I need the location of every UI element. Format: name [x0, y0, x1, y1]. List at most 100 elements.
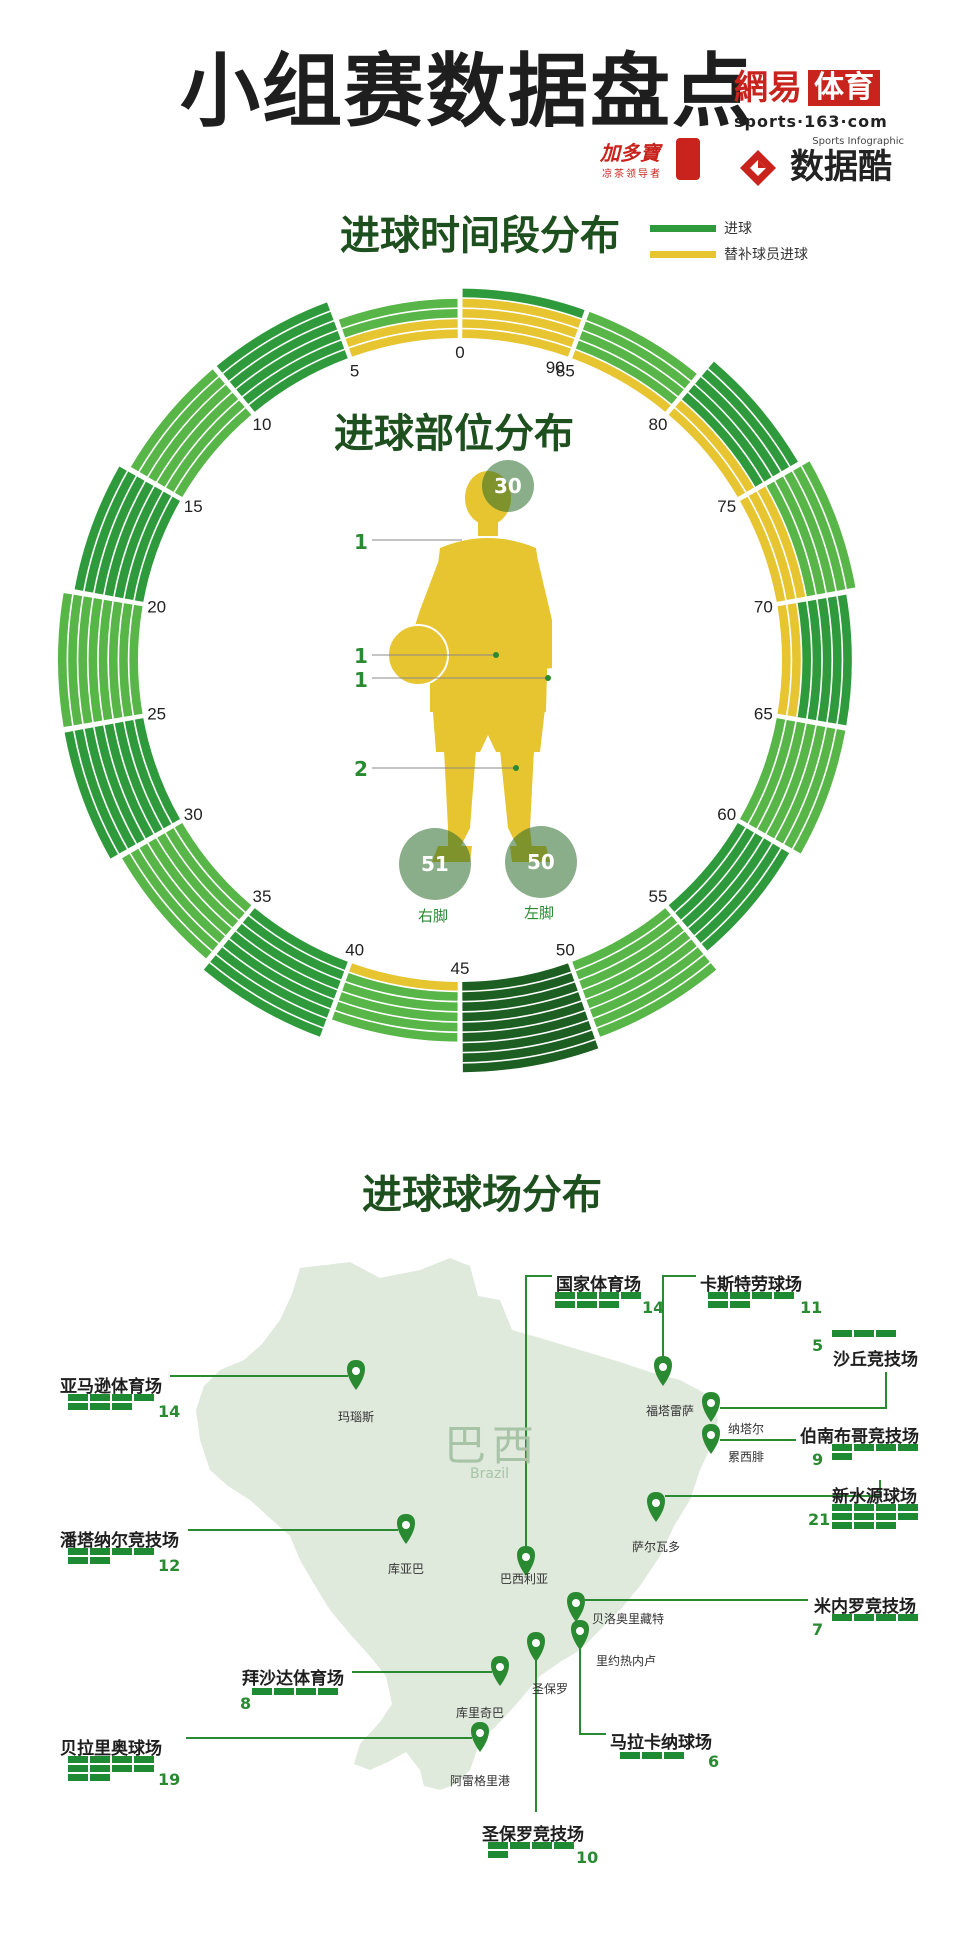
- goal-block: [68, 1765, 88, 1772]
- radial-bar-segment: [335, 1001, 458, 1032]
- radial-tick-label: 25: [147, 704, 166, 723]
- radial-bar-segment: [64, 731, 118, 859]
- radial-bar-segment: [139, 843, 225, 943]
- stadium-leader-line: [720, 1372, 887, 1409]
- radial-bar-segment: [119, 603, 133, 717]
- city-label: 累西腓: [728, 1450, 765, 1464]
- location-pin-dot: [476, 1729, 484, 1737]
- stadium-name: 潘塔纳尔竞技场: [60, 1531, 179, 1551]
- radial-bar-segment: [837, 594, 852, 726]
- radial-bar-segment: [242, 340, 345, 405]
- right-foot-count: 51: [421, 852, 449, 876]
- sponsor-can-icon: [676, 138, 700, 180]
- radial-bar-segment: [462, 963, 571, 991]
- radial-bar-segment: [98, 599, 113, 721]
- goal-block: [318, 1688, 338, 1695]
- radial-bar-segment: [462, 1040, 599, 1073]
- radial-tick-label: 15: [184, 497, 203, 516]
- radial-tick-label: 30: [184, 805, 203, 824]
- city-label: 里约热内卢: [596, 1654, 657, 1668]
- goal-block: [555, 1292, 575, 1299]
- radial-bar-segment: [338, 298, 458, 328]
- radial-tick-label: 40: [345, 940, 364, 959]
- radial-bar-segment: [572, 350, 671, 412]
- goal-block: [832, 1513, 852, 1520]
- goal-block: [854, 1513, 874, 1520]
- stadium-section-title: 进球球场分布: [362, 1172, 602, 1218]
- goal-block: [708, 1301, 728, 1308]
- radial-bar-segment: [590, 947, 704, 1018]
- radial-bar-segment: [157, 392, 239, 487]
- radial-bar-segment: [331, 1011, 458, 1042]
- radial-tick-label: 70: [754, 598, 773, 617]
- goal-block: [876, 1522, 896, 1529]
- stadium-name: 圣保罗竞技场: [482, 1825, 584, 1845]
- goal-block: [898, 1504, 918, 1511]
- goal-block: [898, 1614, 918, 1621]
- goal-block: [898, 1513, 918, 1520]
- radial-bar-segment: [757, 486, 806, 599]
- radial-bar-segment: [462, 309, 578, 338]
- goal-block: [90, 1403, 110, 1410]
- goal-block: [876, 1504, 896, 1511]
- radial-bar-segment: [739, 718, 786, 824]
- stadium-goal-count: 19: [158, 1770, 181, 1789]
- stadium-leader-line: [525, 1275, 552, 1552]
- radial-bar-segment: [575, 915, 678, 980]
- radial-tick-label: 35: [253, 887, 272, 906]
- radial-tick-label: 0: [455, 343, 464, 362]
- stadium-name: 新水源球场: [832, 1487, 917, 1507]
- radial-bar-segment: [675, 400, 754, 492]
- goal-block: [488, 1842, 508, 1849]
- radial-bar-segment: [174, 408, 252, 498]
- radial-bar-segment: [793, 729, 846, 854]
- goal-block: [774, 1292, 794, 1299]
- leader-lines: [372, 539, 551, 771]
- radial-bar-segment: [701, 369, 790, 472]
- stadium-goal-count: 8: [240, 1694, 252, 1713]
- radial-bar-segment: [757, 721, 806, 834]
- goal-block: [876, 1330, 896, 1337]
- stadium-goal-count: 10: [576, 1848, 599, 1867]
- goal-block: [854, 1504, 874, 1511]
- radial-bar-segment: [229, 931, 338, 999]
- radial-bar-segment: [784, 471, 836, 593]
- radial-bar-segment: [349, 963, 458, 991]
- shoulder-count: 1: [354, 530, 368, 554]
- location-pin-dot: [707, 1399, 715, 1407]
- goal-block: [599, 1292, 619, 1299]
- goal-block: [68, 1548, 88, 1555]
- radial-bar-segment: [203, 963, 323, 1037]
- goal-block: [876, 1513, 896, 1520]
- radial-bar-segment: [109, 601, 123, 719]
- radial-bar-segment: [166, 828, 245, 920]
- right-foot-label: 右脚: [418, 907, 449, 925]
- legend-swatch-sub-goal: [650, 250, 716, 258]
- legend-label-sub-goal: 替补球员进球: [724, 247, 808, 263]
- radial-bar-segment: [462, 992, 582, 1022]
- legend-label-goal: 进球: [724, 221, 752, 237]
- arm-count: 1: [354, 668, 368, 692]
- radial-bar-segment: [134, 496, 181, 602]
- goal-block: [112, 1394, 132, 1401]
- radial-bar-segment: [575, 340, 678, 405]
- sponsor-slogan: 凉茶领导者: [602, 169, 662, 180]
- radial-bar-segment: [74, 466, 127, 591]
- radial-bar-segment: [688, 838, 772, 936]
- radial-bar-segment: [216, 302, 330, 373]
- head-count: 30: [494, 474, 522, 498]
- stadium-pins: [347, 1356, 720, 1752]
- radial-bar-segment: [784, 727, 836, 849]
- publisher-url: sports·163·com: [734, 111, 888, 131]
- radial-tick-label: 80: [649, 415, 668, 434]
- leg-count: 2: [354, 757, 368, 781]
- radial-bar-segment: [675, 828, 754, 920]
- goal-block: [854, 1330, 874, 1337]
- chest-count: 1: [354, 644, 368, 668]
- stadium-goal-count: 21: [808, 1510, 831, 1529]
- radial-bar-segment: [58, 592, 73, 728]
- radial-bar-segment: [236, 923, 341, 989]
- radial-bar-segment: [766, 723, 816, 839]
- goal-block: [274, 1688, 294, 1695]
